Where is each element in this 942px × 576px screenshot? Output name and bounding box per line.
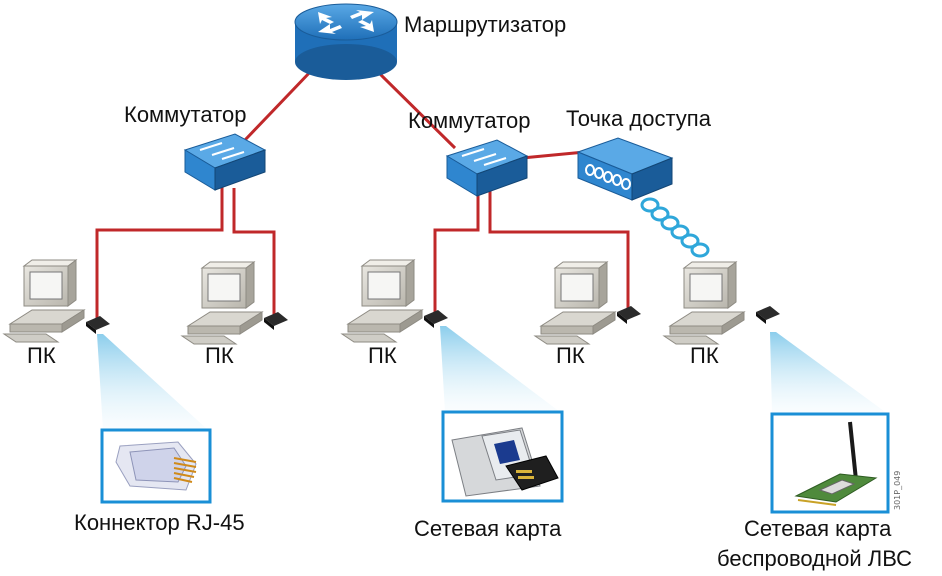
pc-2-label: ПК xyxy=(205,343,234,368)
switch-right-arrows-icon xyxy=(461,148,507,166)
router-arrows-icon xyxy=(318,10,374,34)
wireless-link xyxy=(640,197,710,258)
pc-5-label: ПК xyxy=(690,343,719,368)
switch-right-label: Коммутатор xyxy=(408,108,531,133)
switch-left xyxy=(183,133,267,191)
wireless-pci-card-image xyxy=(794,421,878,506)
pc-3-label: ПК xyxy=(368,343,397,368)
wireless-nic-callout xyxy=(770,412,890,514)
cables xyxy=(95,68,630,328)
figure-code: 301P_049 xyxy=(893,470,902,510)
beam-nic xyxy=(440,326,560,412)
pc-4-label: ПК xyxy=(556,343,585,368)
router-label: Маршрутизатор xyxy=(404,12,567,37)
nic-label: Сетевая карта xyxy=(414,516,562,541)
cable-switch-left-pc2 xyxy=(232,188,276,324)
wireless-nic-label-line1: Сетевая карта xyxy=(744,516,892,541)
cable-switch-right-pc3 xyxy=(433,182,480,322)
switch-left-label: Коммутатор xyxy=(124,102,247,127)
cable-switch-left-pc1 xyxy=(95,180,224,328)
cable-switch-right-pc4 xyxy=(488,188,630,318)
cable-router-switch-left xyxy=(243,68,314,142)
pc-1 xyxy=(3,259,110,343)
rj45-label: Коннектор RJ-45 xyxy=(74,510,245,535)
nic-callout xyxy=(441,410,564,503)
access-point-label: Точка доступа xyxy=(566,106,711,131)
router xyxy=(294,3,398,80)
switch-left-arrows-icon xyxy=(199,142,245,160)
pc-card-image xyxy=(451,427,559,497)
access-point-ports-icon xyxy=(585,164,631,190)
pc-1-label: ПК xyxy=(27,343,56,368)
rj45-callout xyxy=(100,428,212,504)
access-point xyxy=(576,137,674,201)
rj45-connector-image xyxy=(115,441,197,491)
pc-3 xyxy=(341,259,448,343)
switch-right xyxy=(445,139,529,197)
beam-wireless-nic xyxy=(770,332,888,414)
cable-router-switch-right xyxy=(376,70,457,150)
cable-switch-ap xyxy=(521,150,586,160)
wireless-nic-label-line2: беспроводной ЛВС xyxy=(717,546,913,571)
pc-4 xyxy=(534,261,641,345)
pc-2 xyxy=(181,261,288,345)
pc-5 xyxy=(663,261,780,345)
beam-rj45 xyxy=(97,334,208,430)
